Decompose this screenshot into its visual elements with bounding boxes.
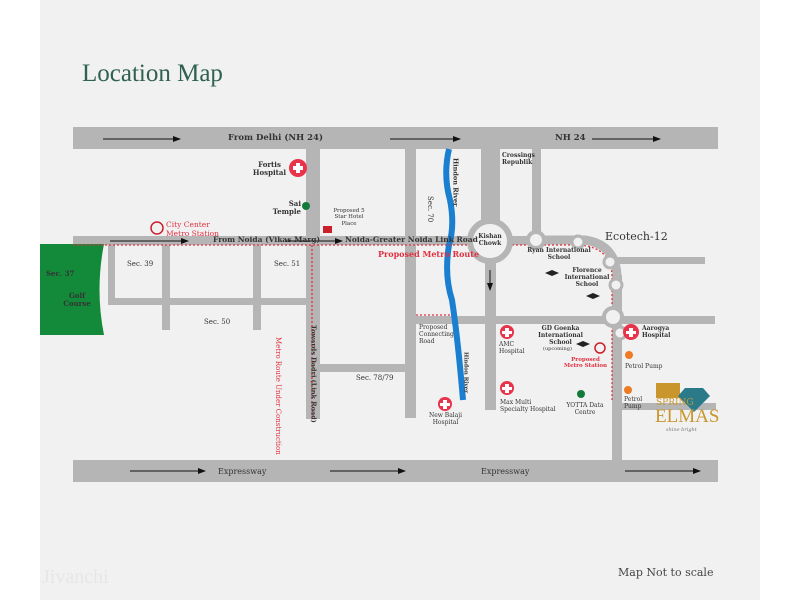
petrol-pump-icons (624, 351, 633, 394)
crossings-republik-label: Crossings Republik (502, 152, 535, 166)
sec50-label: Sec. 50 (204, 318, 231, 326)
nh24-label-right: NH 24 (555, 133, 586, 143)
kishan-chowk-roundabout (467, 218, 513, 264)
road-arrows (103, 136, 701, 474)
metro-under-construction-label: Metro Route Under Construction (274, 337, 283, 455)
gd-goenka-upcoming-label: (upcoming) (543, 346, 572, 352)
ryan-school-label: Ryan International School (527, 247, 591, 261)
kishan-chowk-label: Kishan Chowk (478, 233, 502, 247)
florence-school-label: Florence International School (564, 267, 610, 288)
diamond-icon (678, 388, 710, 412)
city-center-metro-label: City Center Metro Station (166, 220, 219, 238)
metro-route (73, 244, 613, 418)
gd-goenka-label: GD Goenka International School (538, 325, 583, 346)
hindon-river (443, 148, 466, 401)
hotel-icon (323, 226, 332, 233)
yotta-icon (577, 390, 585, 398)
school-icons (545, 270, 600, 347)
brand-logo-block (656, 383, 680, 398)
vikas-marg-label: From Noida (Vikas Marg) (213, 235, 320, 244)
sai-temple-icon (302, 202, 310, 210)
nh24-label-left: From Delhi (NH 24) (228, 133, 323, 143)
petrol-pump-label-2: Petrol Pump (624, 396, 643, 410)
golf-course (40, 244, 104, 335)
hindon-river-label-top: Hindon River (451, 158, 460, 207)
sec70-label: Sec. 70 (426, 196, 435, 223)
hotel-label: Proposed 5 Star Hotel Place (333, 208, 365, 227)
amc-label: AMC Hospital (499, 341, 525, 355)
scale-note: Map Not to scale (618, 566, 714, 579)
expressway-label-right: Expressway (481, 467, 530, 476)
proposed-metro-station-label: Proposed Metro Station (564, 357, 607, 370)
link-road-label: Noida-Greater Noida Link Road (345, 235, 478, 244)
proposed-metro-route-label: Proposed Metro Route (378, 249, 480, 259)
sec51-label: Sec. 51 (274, 260, 301, 268)
page-title: Location Map (82, 60, 223, 87)
max-hospital-label: Max Multi Specialty Hospital (500, 399, 556, 413)
sai-temple-label: Sai Temple (272, 199, 301, 217)
metro-station-icons (150, 221, 606, 354)
roundabouts (467, 218, 628, 341)
brand-elmas: ELMAS (655, 406, 720, 427)
ecotech-label: Ecotech-12 (605, 230, 668, 243)
fortis-label: Fortis Hospital (252, 160, 287, 178)
expressway-label-left: Expressway (218, 467, 267, 476)
sec78-label: Sec. 78/79 (356, 374, 394, 382)
brand-tagline: shine bright (666, 427, 697, 433)
proposed-connecting-road-label: Proposed Connecting Road (419, 324, 454, 345)
golf-course-label: Golf Course (63, 291, 91, 309)
balaji-label: New Balaji Hospital (428, 412, 463, 426)
hindon-river-label-bottom: Hindon River (462, 352, 469, 393)
sec39-label: Sec. 39 (127, 260, 154, 268)
watermark: Jivanchi (42, 566, 109, 588)
yotta-label: YOTTA Data Centre (566, 402, 604, 416)
roads (73, 127, 718, 482)
petrol-pump-label-1: Petrol Pump (625, 363, 663, 370)
nh24-road (73, 127, 718, 149)
sec37-label: Sec. 37 (46, 269, 75, 278)
dadri-label: Towards Dadri (Link Road) (309, 325, 318, 423)
brand-spring: SPRING (656, 398, 694, 408)
aarogya-label: Aarogya Hospital (642, 325, 671, 339)
dadri-road (306, 149, 320, 419)
